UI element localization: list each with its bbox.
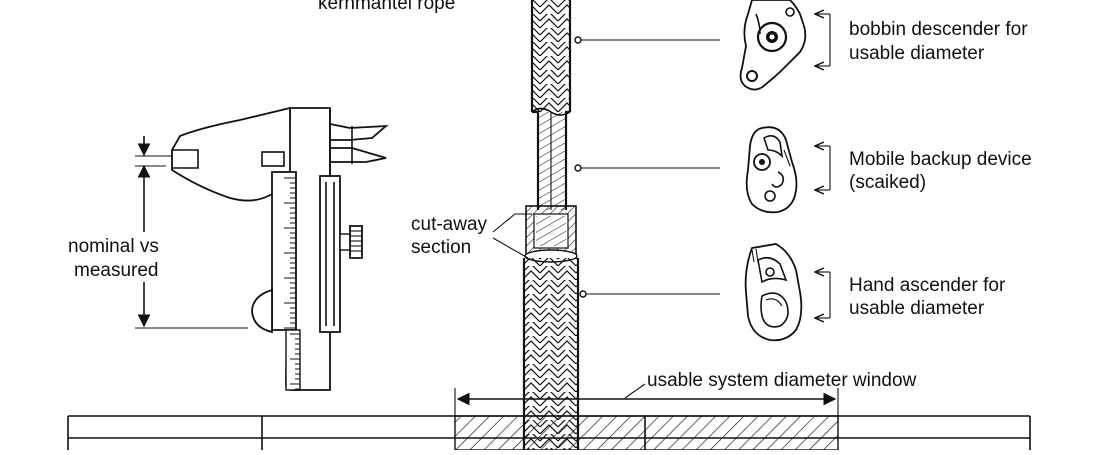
caliper-icon — [171, 106, 389, 391]
backup-label-line2: (scaiked) — [849, 172, 926, 193]
ascender-label-line1: Hand ascender for — [849, 275, 1006, 296]
ascender-bracket — [815, 272, 831, 318]
rope — [522, 0, 580, 450]
window-hatch-area — [454, 415, 839, 451]
backup-device-icon — [745, 126, 798, 214]
bobbin-descender-icon — [739, 0, 807, 91]
hand-ascender-icon — [744, 243, 803, 342]
base-table — [67, 415, 1031, 451]
nominal-label-line2: measured — [74, 260, 159, 281]
caliper-lower-scale — [290, 333, 300, 390]
window-dimension: usable system diameter window — [454, 370, 917, 416]
nominal-dimension: nominal vs measured — [68, 136, 248, 329]
cutaway-label-line2: section — [411, 237, 471, 258]
window-label: usable system diameter window — [647, 370, 917, 391]
cutaway-callout: cut-away section — [411, 213, 532, 259]
bobbin-label-line2: usable diameter — [849, 43, 985, 64]
ascender-label-line2: usable diameter — [849, 298, 985, 319]
device-leaders — [574, 36, 720, 298]
rope-title: kernmantel rope — [318, 0, 455, 14]
backup-bracket — [815, 146, 831, 190]
bobbin-label-line1: bobbin descender for — [849, 19, 1028, 40]
backup-label-line1: Mobile backup device — [849, 149, 1032, 170]
caliper-scale — [284, 177, 296, 329]
cutaway-label-line1: cut-away — [411, 214, 488, 235]
bobbin-bracket — [815, 14, 831, 66]
nominal-label-line1: nominal vs — [68, 236, 159, 257]
